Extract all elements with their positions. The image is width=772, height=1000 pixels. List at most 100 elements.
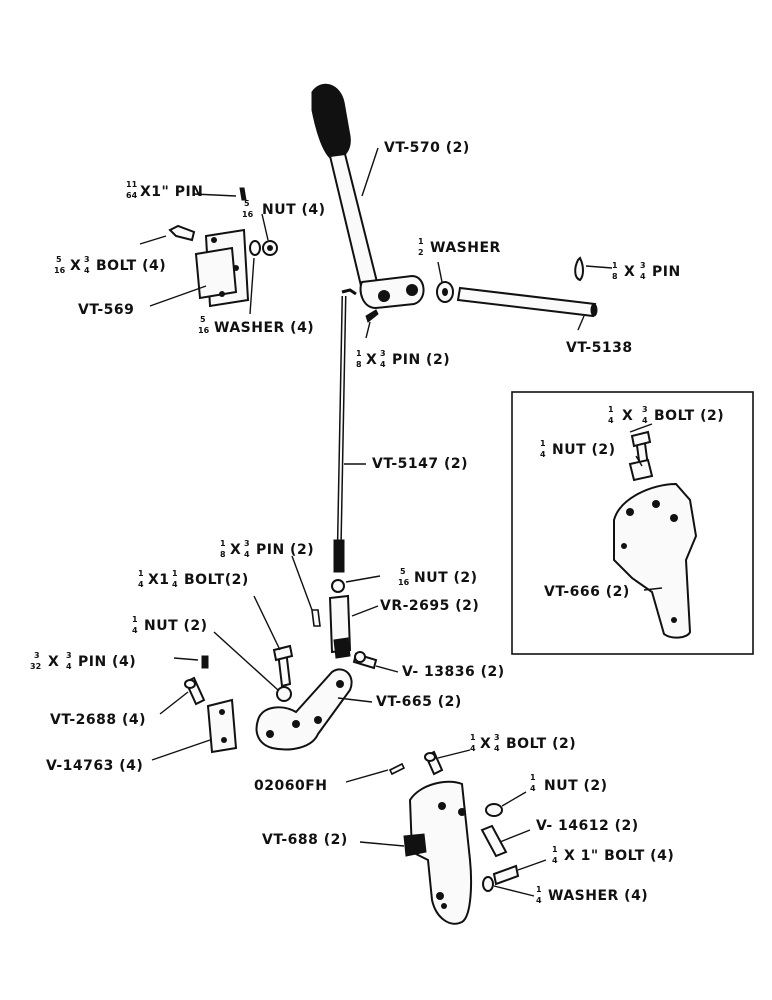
nut-5-16-low	[331, 579, 345, 593]
label-pin-eighth-low: X	[230, 542, 241, 558]
pin-v-14612	[480, 824, 508, 858]
label-pin-eighth-mid-tail: PIN (2)	[392, 352, 450, 368]
pin-11-64	[239, 187, 247, 201]
frac-den: 4	[84, 266, 90, 275]
frac-num: 1	[132, 615, 138, 624]
label-vt-666: VT-666 (2)	[544, 584, 630, 600]
nut-5-16-top	[262, 240, 278, 256]
label-bolt-quarter-low: X	[480, 736, 491, 752]
frac-den: 4	[66, 662, 72, 671]
pin-3-32	[201, 655, 209, 669]
label-pin-3-32-tail: PIN (4)	[78, 654, 136, 670]
frac-den: 4	[494, 744, 500, 753]
label-02060fh: 02060FH	[254, 778, 328, 794]
inset-box	[511, 391, 754, 655]
label-nut-5-16-top: NUT (4)	[262, 202, 326, 218]
label-pin-3-32: X	[48, 654, 59, 670]
pin-eighth-right	[574, 256, 584, 282]
label-vt-5147: VT-5147 (2)	[372, 456, 468, 472]
label-pin-eighth-right: X	[624, 264, 635, 280]
frac-den: 16	[198, 326, 210, 335]
pin-eighth-low	[311, 609, 321, 627]
nut-quarter-left	[276, 686, 292, 702]
frac-num: 1	[418, 237, 424, 246]
frac-den: 4	[608, 416, 614, 425]
bolt-quarter-one	[492, 864, 520, 886]
washer-quarter	[482, 876, 494, 892]
frac-num: 3	[34, 651, 40, 660]
frac-num: 5	[400, 567, 406, 576]
frac-den: 8	[612, 272, 618, 281]
frac-num: 1	[530, 773, 536, 782]
frac-den: 16	[54, 266, 66, 275]
label-washer-5-16: WASHER (4)	[214, 320, 314, 336]
frac-den: 2	[418, 248, 424, 257]
frac-den: 4	[470, 744, 476, 753]
rod-vt-5147	[333, 288, 357, 573]
frac-num: 1	[470, 733, 476, 742]
label-vt-5138: VT-5138	[566, 340, 633, 356]
label-inset-bolt-tail: BOLT (2)	[654, 408, 724, 424]
shaft-vt-5138	[456, 286, 598, 318]
frac-num: 1	[608, 405, 614, 414]
frac-num: 1	[540, 439, 546, 448]
frac-num: 3	[66, 651, 72, 660]
label-washer-quarter: WASHER (4)	[548, 888, 648, 904]
label-vt-569: VT-569	[78, 302, 134, 318]
frac-den: 32	[30, 662, 41, 671]
label-vt-570: VT-570 (2)	[384, 140, 470, 156]
frac-den: 4	[642, 416, 648, 425]
label-inset-nut: NUT (2)	[552, 442, 616, 458]
frac-num: 5	[56, 255, 62, 264]
label-nut-5-16-low: NUT (2)	[414, 570, 478, 586]
label-bolt-quarter-long: X1	[148, 572, 170, 588]
frac-num: 11	[126, 180, 138, 189]
label-nut-quarter-left: NUT (2)	[144, 618, 208, 634]
label-pin-eighth-right-tail: PIN	[652, 264, 681, 280]
label-nut-quarter-low: NUT (2)	[544, 778, 608, 794]
label-v-14763: V-14763 (4)	[46, 758, 143, 774]
frac-num: 3	[244, 539, 250, 548]
frac-num: 3	[642, 405, 648, 414]
nut-quarter-low	[485, 803, 503, 817]
frac-num: 3	[494, 733, 500, 742]
bracket-vt-688	[403, 780, 473, 925]
label-bolt-quarter-low-tail: BOLT (2)	[506, 736, 576, 752]
label-pin-eighth-low-tail: PIN (2)	[256, 542, 314, 558]
label-washer-half: WASHER	[430, 240, 501, 256]
frac-den: 4	[380, 360, 386, 369]
label-pin-eighth-mid: X	[366, 352, 377, 368]
bolt-quarter-long	[272, 644, 294, 688]
frac-den: 4	[552, 856, 558, 865]
frac-den: 4	[244, 550, 250, 559]
frac-den: 4	[172, 580, 178, 589]
label-v-14612: V- 14612 (2)	[536, 818, 639, 834]
label-bolt-5-16-tail: BOLT (4)	[96, 258, 166, 274]
frac-num: 3	[380, 349, 386, 358]
arm-vt-665	[255, 668, 353, 751]
label-vt-2688: VT-2688 (4)	[50, 712, 146, 728]
label-pin-11-64: X1" PIN	[140, 184, 203, 200]
frac-den: 16	[242, 210, 254, 219]
frac-num: 1	[172, 569, 178, 578]
frac-num: 1	[536, 885, 542, 894]
frac-num: 5	[200, 315, 206, 324]
pin-02060fh	[388, 762, 406, 776]
bracket-vt-569	[194, 228, 250, 308]
frac-num: 1	[612, 261, 618, 270]
frac-num: 3	[640, 261, 646, 270]
frac-num: 1	[356, 349, 362, 358]
lever-vt-570	[311, 83, 425, 310]
washer-half-inch	[436, 281, 454, 303]
inset-bracket-vt-666	[613, 482, 698, 639]
clevis-vr-2695	[328, 594, 352, 659]
label-bolt-quarter-one: X 1" BOLT (4)	[564, 848, 674, 864]
frac-den: 8	[220, 550, 226, 559]
bolt-5-16	[168, 224, 196, 242]
pin-eighth-mid	[365, 309, 379, 323]
leader-lines	[139, 147, 663, 897]
label-vr-2695: VR-2695 (2)	[380, 598, 479, 614]
label-bolt-quarter-long-tail: BOLT(2)	[184, 572, 249, 588]
frac-num: 1	[138, 569, 144, 578]
